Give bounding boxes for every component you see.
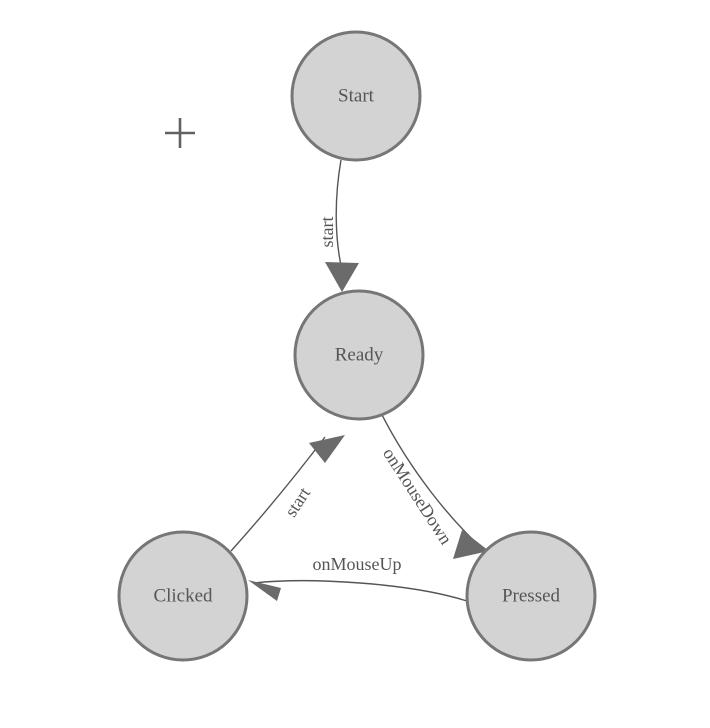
edge-line: [335, 159, 343, 271]
node-pressed[interactable]: Pressed: [465, 530, 597, 662]
node-shape: [117, 530, 249, 662]
arrowhead-icon: [309, 435, 345, 463]
node-label: Start: [338, 85, 375, 106]
edge-label-pressed-to-clicked: onMouseUp: [313, 554, 402, 574]
node-shape: [465, 530, 597, 662]
node-shape: [290, 30, 422, 162]
edge-label-clicked-to-ready: start: [281, 484, 315, 521]
edge-label-ready-to-pressed: onMouseDown: [379, 444, 456, 548]
arrowhead-icon: [453, 530, 489, 559]
node-clicked[interactable]: Clicked: [117, 530, 249, 662]
node-shape: [293, 289, 425, 421]
edge-label-start-to-ready: start: [317, 217, 337, 248]
arrowhead-icon: [325, 262, 359, 292]
edge-clicked-to-ready[interactable]: start: [230, 435, 345, 552]
arrowhead-icon: [248, 580, 281, 601]
node-label: Pressed: [502, 585, 561, 606]
plus-marker-icon: [165, 118, 195, 148]
node-label: Ready: [335, 344, 384, 365]
edge-pressed-to-clicked[interactable]: onMouseUp: [248, 554, 468, 602]
edge-line: [252, 580, 468, 602]
edge-start-to-ready[interactable]: start: [317, 159, 359, 292]
node-start[interactable]: Start: [290, 30, 422, 162]
node-ready[interactable]: Ready: [293, 289, 425, 421]
node-label: Clicked: [153, 585, 213, 606]
edge-ready-to-pressed[interactable]: onMouseDown: [379, 412, 489, 559]
